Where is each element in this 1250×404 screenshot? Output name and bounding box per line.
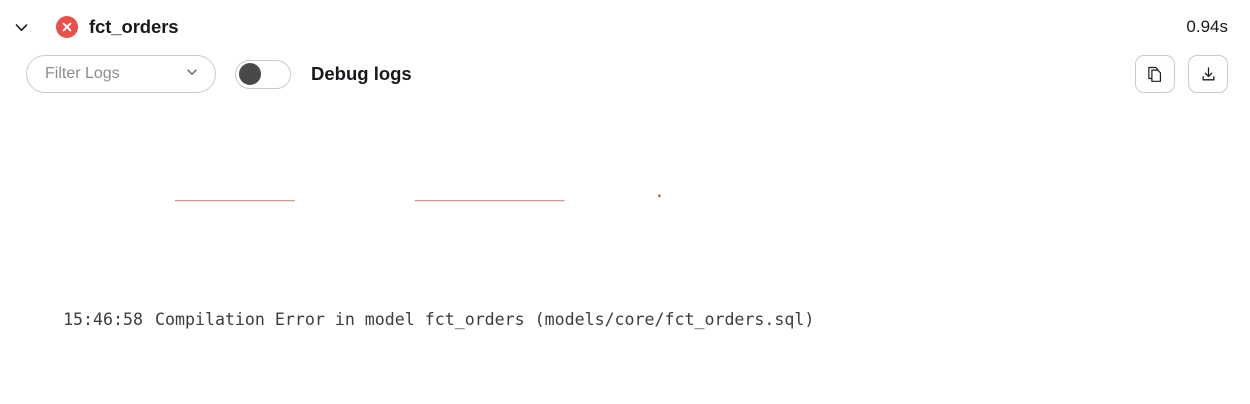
log-line-clipped: ____________ _______________ . — [0, 176, 1250, 208]
page-title: fct_orders — [89, 16, 179, 37]
log-line: 15:46:58 Compilation Error in model fct_… — [0, 304, 1250, 336]
download-logs-button[interactable] — [1188, 55, 1228, 93]
collapse-chevron-down-icon[interactable] — [6, 12, 36, 42]
debug-logs-toggle[interactable] — [235, 59, 291, 89]
download-tray-icon — [1199, 65, 1218, 84]
toggle-knob — [239, 63, 261, 85]
debug-logs-label: Debug logs — [311, 63, 412, 84]
filter-logs-label: Filter Logs — [45, 65, 120, 82]
log-line-text: Compilation Error in model fct_orders (m… — [155, 310, 815, 329]
copy-documents-icon — [1146, 65, 1165, 84]
filter-logs-dropdown[interactable]: Filter Logs — [26, 55, 216, 93]
log-output-scroll-area[interactable]: ____________ _______________ . 15:46:58 … — [0, 98, 1250, 404]
log-timestamp: 15:46:58 — [63, 310, 143, 329]
log-output: ____________ _______________ . 15:46:58 … — [0, 98, 1250, 404]
error-circle-x-icon — [56, 16, 78, 38]
log-toolbar: Filter Logs Debug logs — [0, 50, 1250, 98]
node-header: fct_orders 0.94s — [0, 0, 1250, 54]
copy-logs-button[interactable] — [1135, 55, 1175, 93]
chevron-down-icon — [185, 65, 199, 84]
run-duration: 0.94s — [1186, 17, 1228, 36]
log-line-text: ____________ _______________ . — [155, 182, 665, 201]
